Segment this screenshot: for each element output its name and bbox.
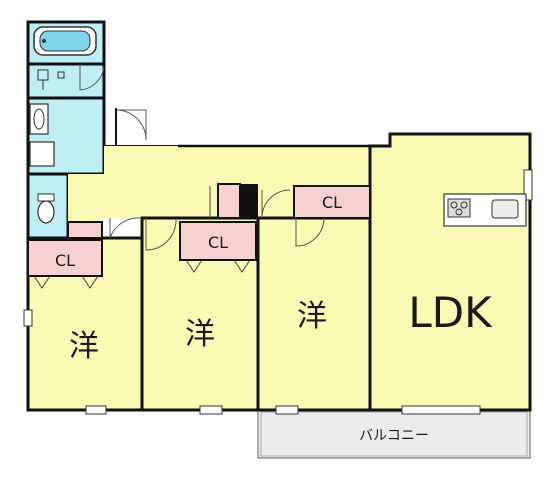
room-door-swings	[109, 189, 325, 251]
bath-door-swing	[79, 64, 105, 91]
balcony-label: バルコニー	[359, 428, 429, 444]
closet-door-marks	[33, 186, 251, 289]
closet-2	[179, 221, 257, 261]
western-room-3	[256, 216, 372, 412]
kitchen-stove	[447, 198, 471, 218]
ldk-room	[368, 132, 532, 412]
room-label-ldk: LDK	[408, 288, 493, 337]
shower-fixture	[37, 69, 65, 90]
washbasin	[29, 103, 49, 135]
closet-label-3: CL	[322, 193, 342, 212]
stove-burner-3	[455, 208, 463, 216]
toilet-tank	[37, 193, 55, 202]
kitchen-sink	[491, 199, 519, 219]
closet-3	[293, 185, 371, 219]
bathtub-basin	[39, 30, 91, 52]
closet-label-1: CL	[55, 251, 75, 270]
balcony-inner-edge	[260, 411, 528, 457]
room-label-western-2: 洋	[185, 317, 215, 352]
closet-label-2: CL	[208, 233, 228, 252]
washing-machine	[29, 141, 55, 167]
windows	[23, 169, 533, 415]
hall-storage	[217, 183, 241, 219]
entrance-door-swing	[115, 109, 147, 141]
room-label-western-3: 洋	[297, 299, 327, 334]
toilet-bowl	[37, 200, 55, 224]
bath-drain	[42, 39, 46, 43]
balcony	[257, 409, 531, 459]
room-label-western-1: 洋	[69, 329, 99, 364]
hall-pillar	[240, 184, 258, 218]
washbasin-bowl	[33, 108, 45, 130]
stove-burner-1	[450, 201, 458, 209]
toilet-shelf	[67, 221, 103, 239]
stove-burner-2	[460, 201, 468, 209]
closet-1	[27, 239, 103, 277]
